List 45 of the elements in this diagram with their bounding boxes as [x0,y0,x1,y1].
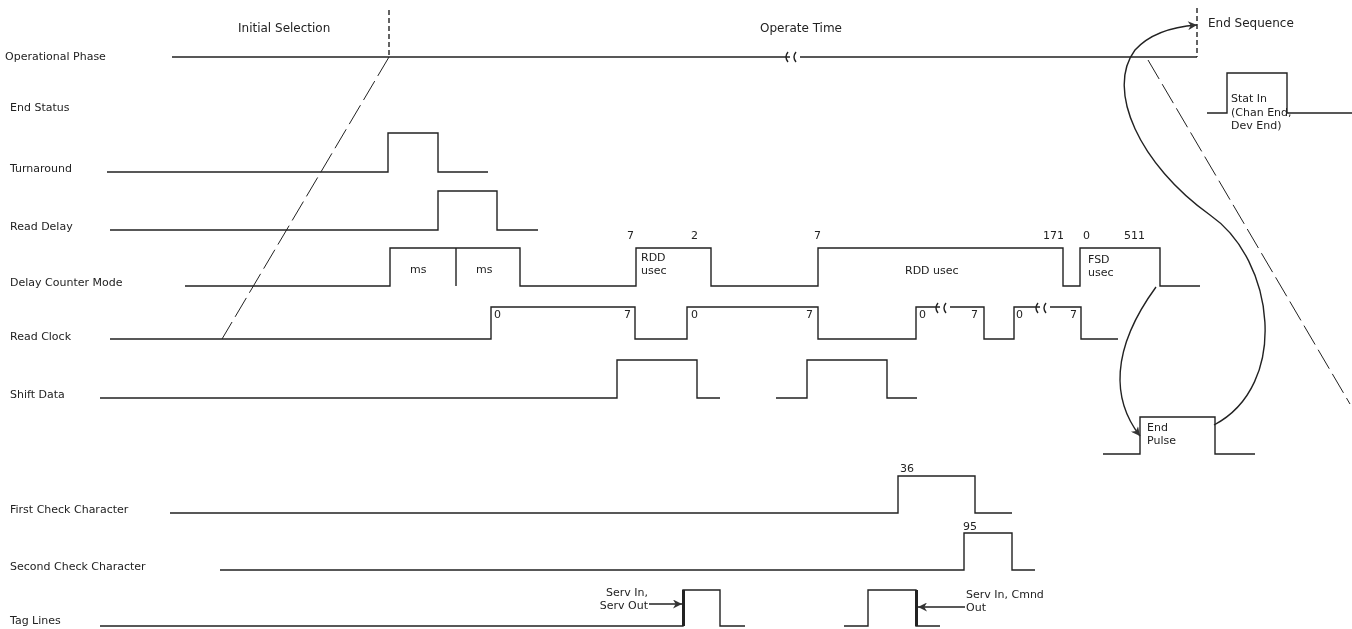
pulse-edge [915,590,918,626]
count-label: 511 [1124,229,1145,242]
count-label: 95 [963,520,977,533]
signal-label: Tag Lines [10,614,61,627]
count-label: 7 [806,308,813,321]
pulse-edge [682,590,685,626]
pulse-label: FSD usec [1088,253,1115,279]
count-label: 7 [624,308,631,321]
arrow [1119,286,1157,437]
phase-label: End Sequence [1208,17,1294,30]
count-label: 2 [691,229,698,242]
unit-label: ms [410,263,427,276]
count-label: 7 [627,229,634,242]
count-label: 36 [900,462,914,475]
count-label: 0 [494,308,501,321]
leader-arrow [917,602,966,612]
phase-label: Operate Time [760,22,842,35]
phase-label: Initial Selection [238,22,331,35]
count-label: 0 [1083,229,1090,242]
note: (Chan End, Dev End) [1231,106,1293,132]
signal-label: Second Check Character [10,560,146,573]
unit-label: ms [476,263,493,276]
arrow [1123,21,1266,426]
count-label: 7 [1070,308,1077,321]
signal-label: Turnaround [10,162,72,175]
signal-label: Read Delay [10,220,73,233]
unit-label: RDD usec [905,264,959,277]
count-label: 0 [919,308,926,321]
count-label: 171 [1043,229,1064,242]
count-label: 0 [691,308,698,321]
count-label: 7 [971,308,978,321]
callout-text: Serv In, Cmnd Out [966,588,1045,614]
signal-label: First Check Character [10,503,129,516]
unit-label: RDD usec [641,251,668,277]
pulse-label: End Pulse [1147,421,1177,447]
signal-label: Shift Data [10,388,65,401]
leader-arrow [648,599,683,609]
signal-label: End Status [10,101,70,114]
callout-text: Serv In, Serv Out [598,586,648,612]
count-label: 7 [814,229,821,242]
signal-label: Read Clock [10,330,72,343]
pulse-label: Stat In [1231,92,1268,105]
count-label: 0 [1016,308,1023,321]
signal-label: Delay Counter Mode [10,276,123,289]
signal-label: Operational Phase [5,50,106,63]
